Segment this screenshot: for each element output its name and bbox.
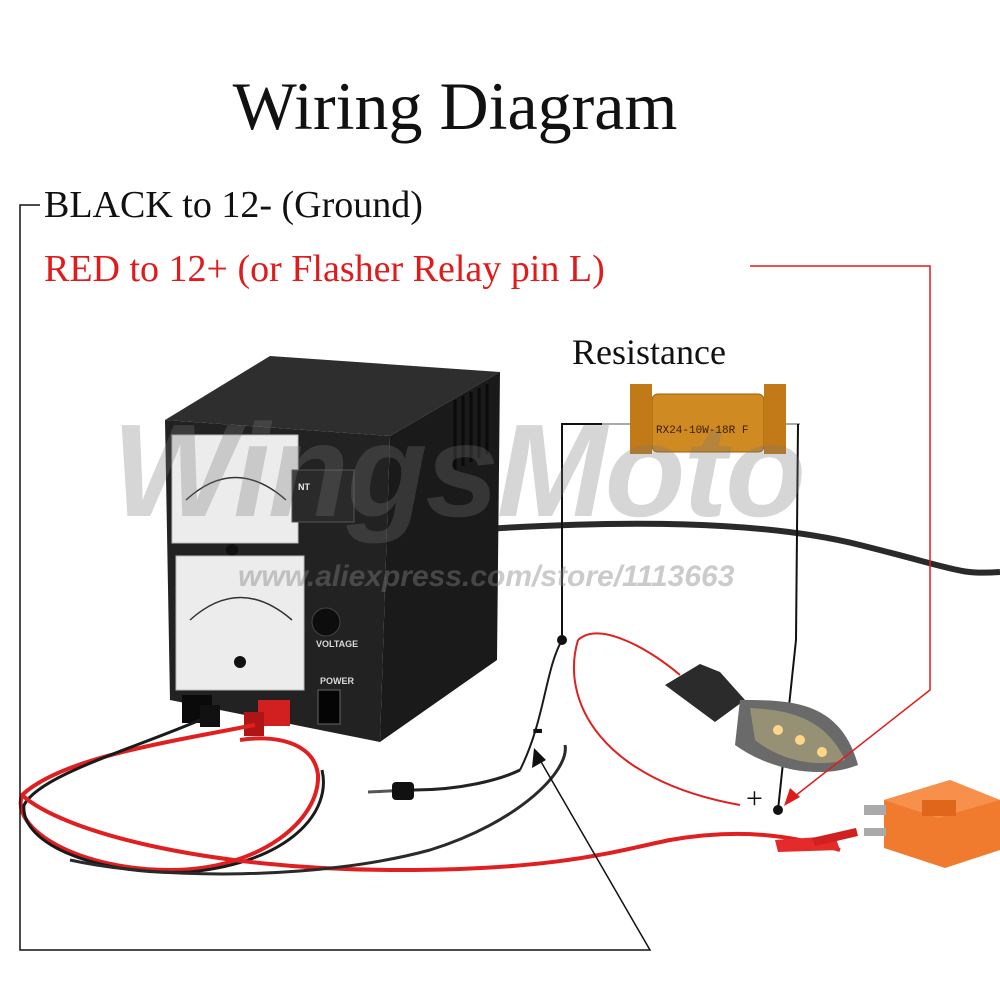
junction-negative <box>557 635 567 645</box>
power-cord <box>469 520 1000 576</box>
output-terminals <box>182 695 290 736</box>
watermark-brand: WingsMoto <box>112 397 806 544</box>
power-supply-side <box>380 372 500 742</box>
page-title: Wiring Diagram <box>232 68 678 144</box>
signal-wire-red-2 <box>573 639 741 806</box>
brand-plate <box>291 469 355 523</box>
red-arrowhead <box>784 788 800 806</box>
negative-terminal-label: - <box>532 710 544 748</box>
banana-plug <box>367 768 521 800</box>
black-arrowhead <box>532 748 546 768</box>
test-lead-red <box>18 723 321 873</box>
voltmeter-knob <box>226 544 238 556</box>
ammeter-dial <box>189 596 293 621</box>
resistor <box>600 384 800 454</box>
long-red-lead <box>20 793 841 873</box>
vent-slots <box>453 384 489 470</box>
resistor-code: RX24-10W-18R F <box>656 425 749 437</box>
voltage-knob <box>311 607 341 637</box>
power-supply-top <box>165 356 500 436</box>
voltmeter <box>171 434 299 544</box>
meter-brand-label: NT <box>298 482 310 492</box>
red-wire-instruction: RED to 12+ (or Flasher Relay pin L) <box>44 248 605 290</box>
signal-wire-red <box>577 632 681 676</box>
black-lead-guide-line <box>19 204 652 951</box>
ammeter-knob <box>234 656 246 668</box>
voltmeter-dial <box>185 476 287 501</box>
black-wire-instruction: BLACK to 12- (Ground) <box>44 184 423 226</box>
long-black-lead <box>69 744 567 876</box>
positive-terminal-label: + <box>746 782 763 815</box>
voltage-label: VOLTAGE <box>316 639 359 649</box>
flasher-relay <box>864 780 1000 868</box>
red-lead-guide-line <box>750 265 931 801</box>
power-switch <box>317 689 341 725</box>
resistance-label: Resistance <box>572 332 726 372</box>
junction-positive <box>773 805 783 815</box>
power-supply <box>165 356 500 742</box>
test-lead-black <box>22 718 325 874</box>
turn-signal-lamp <box>665 664 858 773</box>
power-label: POWER <box>320 676 355 686</box>
signal-wire-black <box>519 639 563 771</box>
watermark-url: www.aliexpress.com/store/1113663 <box>238 560 735 593</box>
alligator-clip <box>775 828 858 852</box>
